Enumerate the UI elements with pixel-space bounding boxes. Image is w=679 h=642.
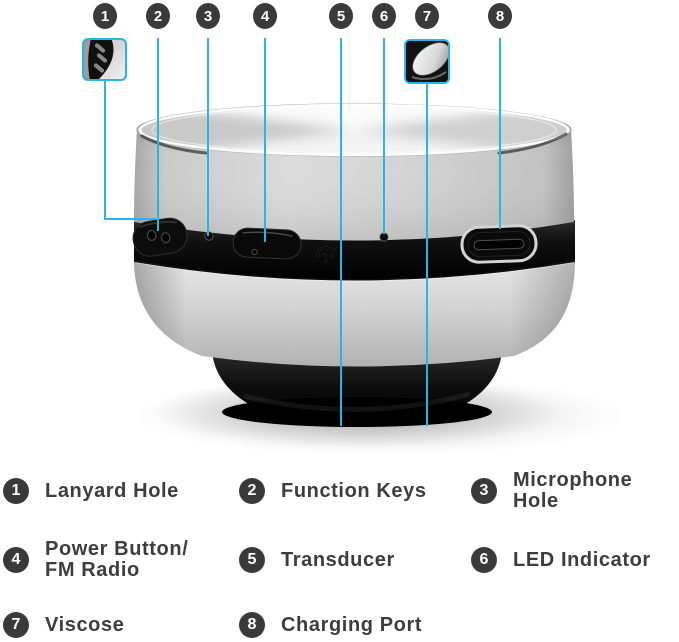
callout-line-3 bbox=[207, 38, 209, 236]
legend-label-4: Power Button/ FM Radio bbox=[45, 538, 189, 581]
speaker-base bbox=[212, 350, 502, 427]
legend-label-7: Viscose bbox=[45, 613, 125, 636]
legend-item-4: 4 Power Button/ FM Radio bbox=[3, 539, 188, 581]
speaker-grille-dots bbox=[316, 246, 336, 263]
legend-number-3: 3 bbox=[471, 478, 497, 504]
legend-number-7: 7 bbox=[3, 612, 29, 638]
function-keys-button bbox=[232, 227, 302, 260]
legend-number-6: 6 bbox=[471, 547, 497, 573]
callout-line-1-bend bbox=[104, 218, 156, 220]
callout-line-8 bbox=[499, 38, 501, 229]
viscose-pad-closeup-inset bbox=[404, 39, 450, 84]
legend-label-6: LED Indicator bbox=[513, 548, 651, 571]
legend-number-4: 4 bbox=[3, 547, 29, 573]
legend-label-2: Function Keys bbox=[281, 479, 427, 502]
callout-number-1: 1 bbox=[93, 3, 117, 29]
callout-line-7 bbox=[426, 84, 428, 426]
legend-number-8: 8 bbox=[239, 612, 265, 638]
callout-number-6: 6 bbox=[372, 3, 396, 29]
callout-line-4 bbox=[264, 38, 266, 242]
callout-line-5 bbox=[340, 38, 342, 426]
lanyard-hole-closeup-inset bbox=[82, 38, 127, 81]
callout-number-5: 5 bbox=[329, 3, 353, 29]
callout-number-7: 7 bbox=[415, 3, 439, 29]
legend-item-3: 3 Microphone Hole bbox=[471, 470, 679, 512]
usb-c-charging-port bbox=[460, 224, 538, 264]
callout-line-1 bbox=[104, 81, 106, 220]
callout-number-3: 3 bbox=[196, 3, 220, 29]
legend-label-5: Transducer bbox=[281, 548, 395, 571]
legend-item-8: 8 Charging Port bbox=[239, 612, 422, 638]
legend-number-2: 2 bbox=[239, 478, 265, 504]
legend-item-6: 6 LED Indicator bbox=[471, 547, 651, 573]
legend-label-8: Charging Port bbox=[281, 613, 423, 636]
legend-label-1: Lanyard Hole bbox=[45, 479, 179, 502]
callout-line-6 bbox=[383, 38, 385, 234]
callout-number-2: 2 bbox=[146, 3, 170, 29]
legend-item-1: 1 Lanyard Hole bbox=[3, 478, 179, 504]
callout-number-8: 8 bbox=[488, 3, 512, 29]
legend-item-2: 2 Function Keys bbox=[239, 478, 427, 504]
legend-number-1: 1 bbox=[3, 478, 29, 504]
callout-number-4: 4 bbox=[253, 3, 277, 29]
legend-label-3: Microphone Hole bbox=[513, 469, 633, 512]
legend-number-5: 5 bbox=[239, 547, 265, 573]
callout-line-2 bbox=[157, 38, 159, 231]
legend-item-7: 7 Viscose bbox=[3, 612, 124, 638]
legend-item-5: 5 Transducer bbox=[239, 547, 395, 573]
microphone-hole bbox=[204, 231, 214, 241]
